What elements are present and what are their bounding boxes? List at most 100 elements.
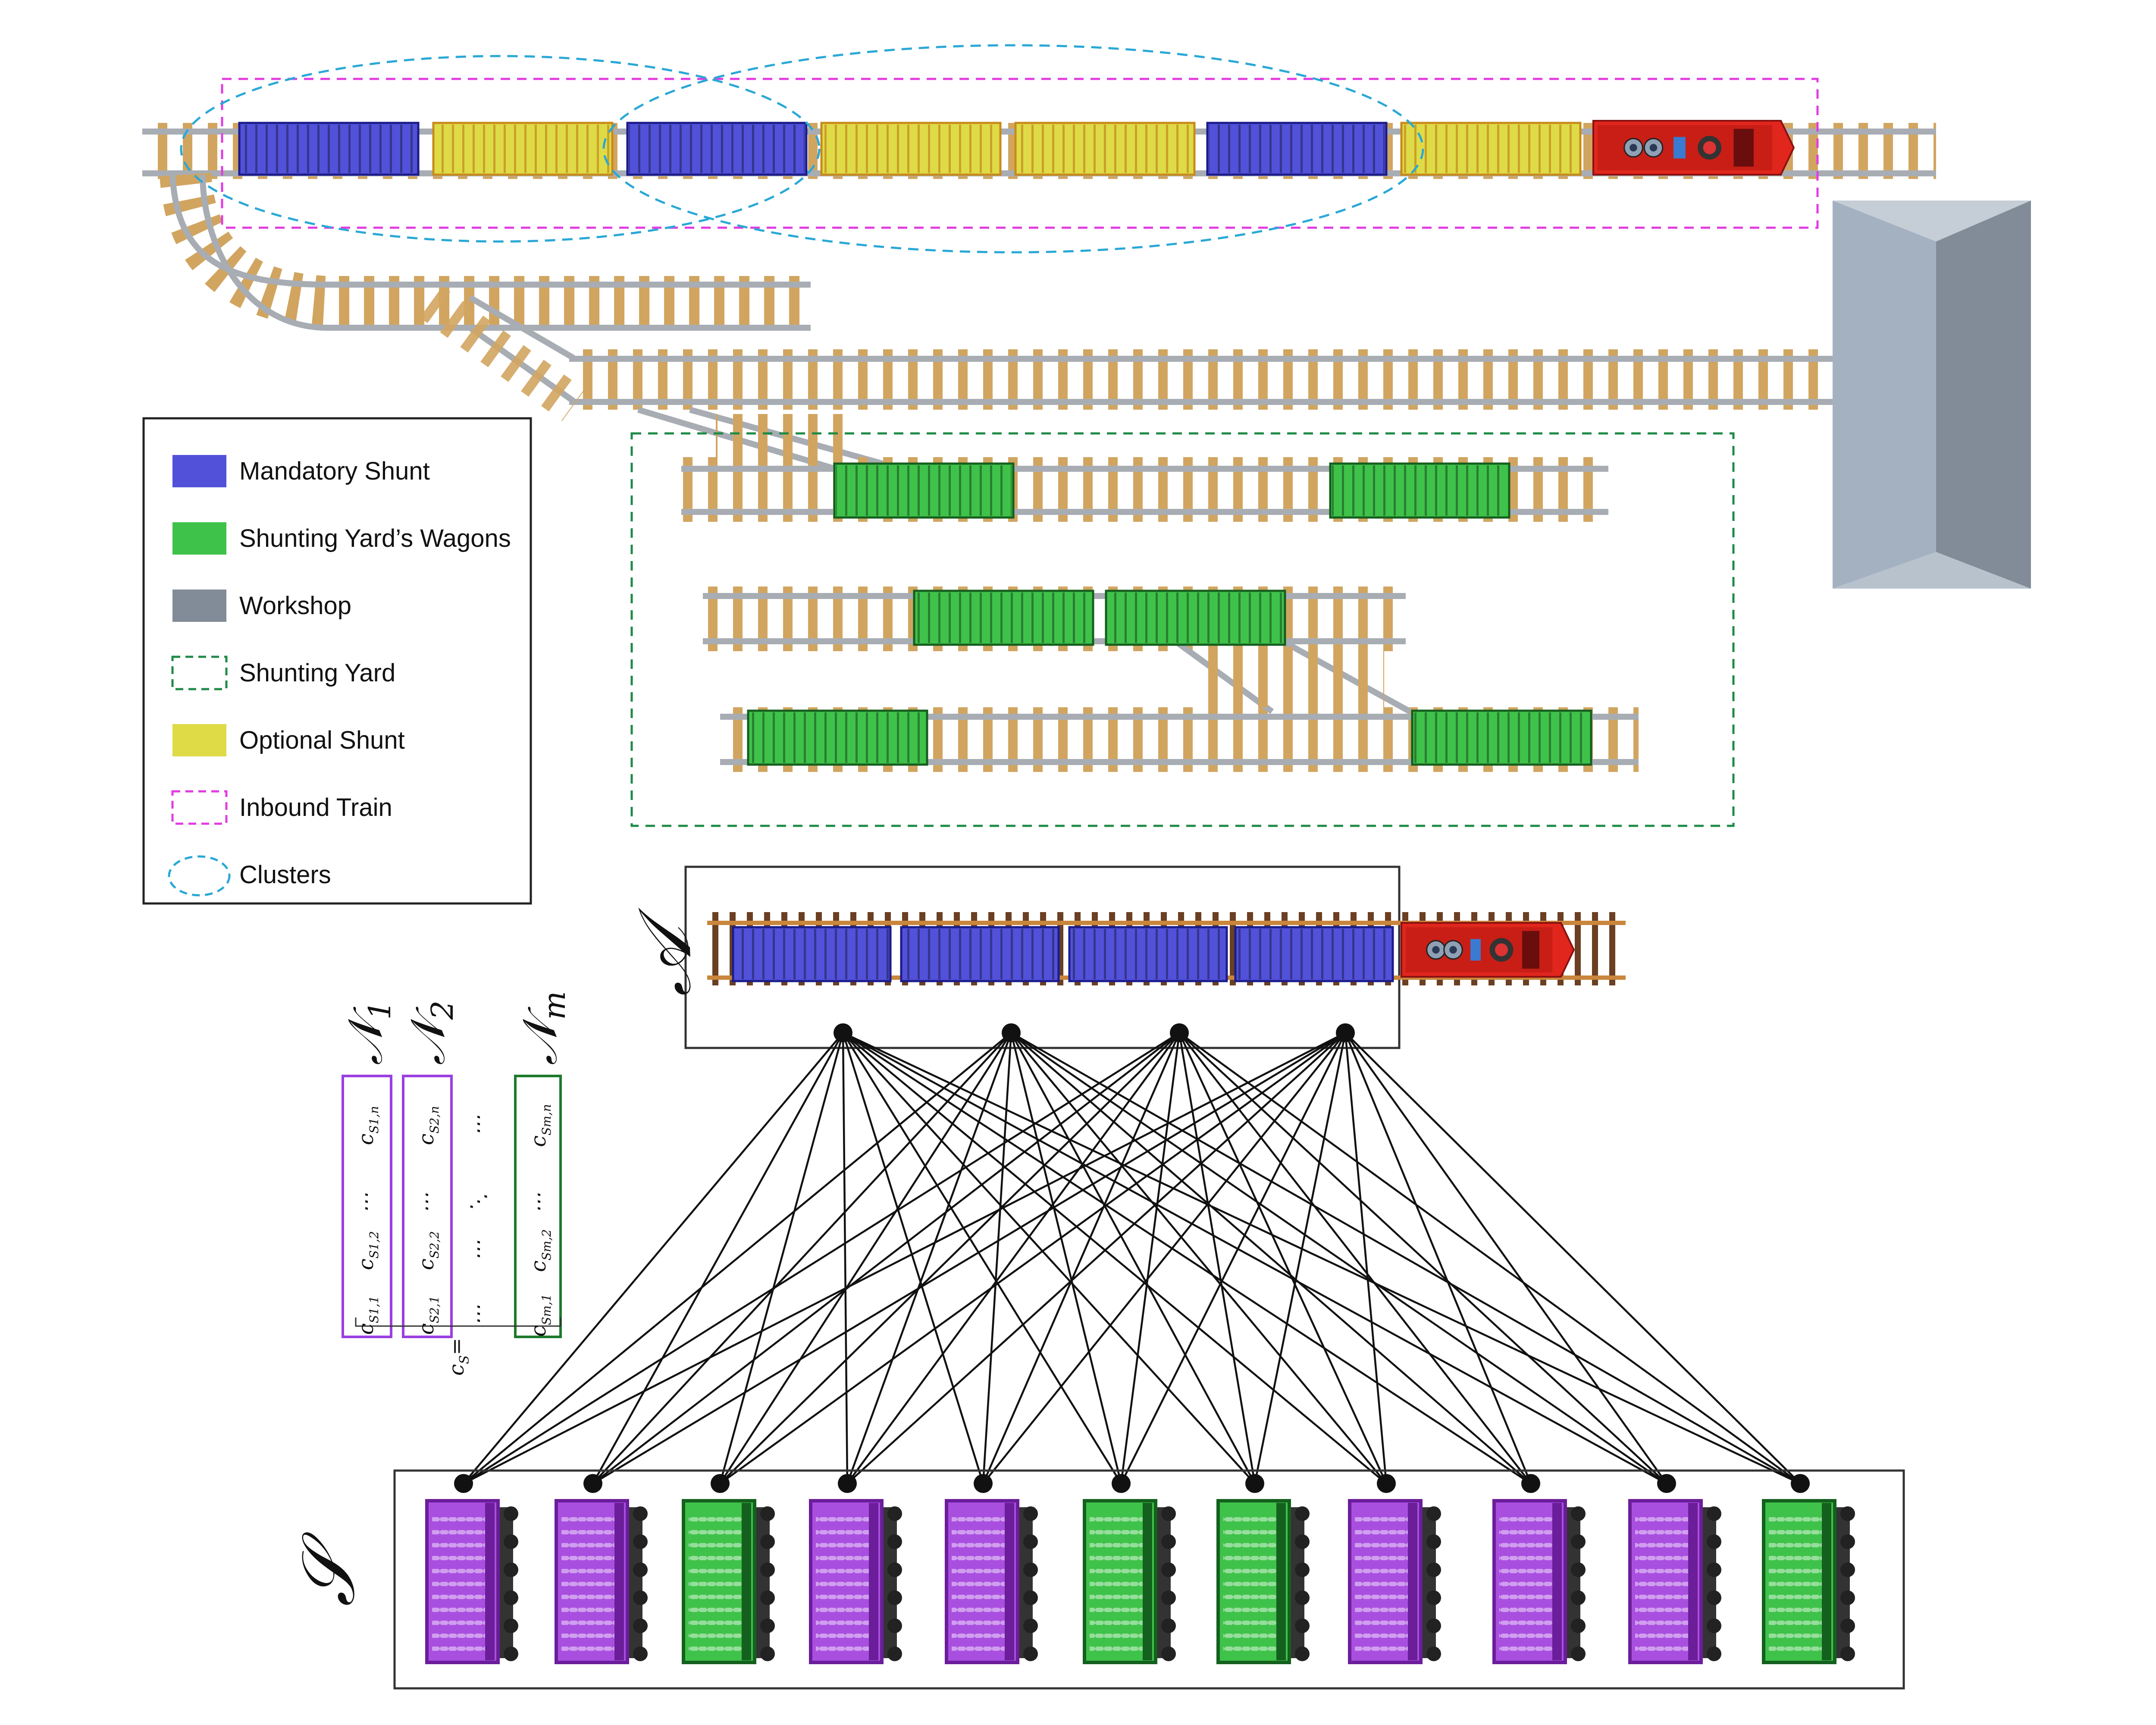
matrix-entry: ⋯	[466, 1115, 490, 1136]
assignment-edge	[719, 1032, 1346, 1484]
approach-track	[420, 286, 1833, 421]
assignment-edge	[463, 1032, 1012, 1484]
assignment-edge	[1010, 1032, 1387, 1484]
assignment-edge	[842, 1032, 849, 1484]
legend-label: Mandatory Shunt	[239, 457, 430, 485]
inbound-wagon-2	[432, 122, 614, 176]
legend-swatch	[172, 522, 226, 555]
assignment-edge	[1344, 1032, 1532, 1484]
assignment-edge	[719, 1032, 1180, 1484]
assignment-edge	[1010, 1032, 1532, 1484]
assignment-edge	[1344, 1032, 1667, 1484]
assignment-edge	[843, 1032, 1801, 1485]
yard-wagon-6	[1411, 709, 1592, 766]
state-node-11	[1791, 1474, 1810, 1493]
matrix-entry: cSm,2	[526, 1229, 554, 1272]
inbound-wagon-6	[1206, 122, 1388, 176]
assignment-edge	[842, 1032, 1532, 1484]
assignment-edge	[842, 1032, 984, 1484]
assignment-edge	[1010, 1032, 1122, 1484]
state-wagon-6	[1083, 1499, 1176, 1664]
assignment-edge	[982, 1032, 1346, 1484]
matrix-entry: cS1,1	[354, 1296, 381, 1335]
inbound-wagon-4	[820, 122, 1002, 176]
assignment-edge	[1010, 1032, 1667, 1484]
matrix-bracket	[355, 1317, 561, 1327]
assignment-edge	[592, 1032, 844, 1484]
action-node-4	[1336, 1023, 1355, 1042]
assignment-edge	[463, 1032, 844, 1484]
state-set-label: 𝒮	[286, 1532, 371, 1607]
state-wagon-1	[425, 1499, 518, 1664]
assignment-edge	[982, 1032, 1181, 1484]
workshop-building	[1833, 201, 2031, 589]
cost-matrix: cS1,n⋯cS1,2cS1,1cS2,n⋯cS2,2cS2,1⋯⋱⋯⋯cSm,…	[338, 991, 572, 1376]
state-node-9	[1521, 1474, 1540, 1493]
action-set-label: 𝒜	[622, 907, 708, 996]
legend-swatch	[171, 656, 228, 690]
action-locomotive	[1401, 922, 1575, 978]
assignment-edge	[1344, 1032, 1388, 1484]
assignment-edges	[463, 1032, 1801, 1485]
legend-item-3: Workshop	[172, 590, 351, 622]
assignment-edge	[1253, 1032, 1347, 1484]
matrix-col-n2-box	[402, 1075, 453, 1338]
matrix-entry: cS2,2	[414, 1231, 442, 1270]
state-wagons	[425, 1499, 1855, 1664]
legend-label: Optional Shunt	[239, 726, 405, 754]
inbound-wagon-7	[1400, 122, 1582, 176]
n2-label: 𝒩2	[400, 1000, 460, 1065]
matrix-entry: ⋯	[526, 1193, 551, 1214]
state-wagon-2	[555, 1499, 648, 1664]
n1-label: 𝒩1	[338, 1000, 398, 1065]
action-wagon-3	[1068, 926, 1228, 982]
matrix-entry: ⋯	[354, 1193, 378, 1214]
assignment-edge	[592, 1032, 1180, 1484]
assignment-edge	[1178, 1032, 1388, 1484]
legend-item-4: Shunting Yard	[171, 656, 395, 690]
assignment-edge	[1178, 1032, 1256, 1484]
state-wagon-4	[809, 1499, 902, 1664]
yard-wagon-4	[1105, 590, 1286, 646]
curved-branch-track	[160, 172, 811, 331]
action-nodes	[834, 1023, 1355, 1042]
assignment-edge	[842, 1032, 1387, 1484]
matrix-entry: ⋱	[466, 1193, 490, 1214]
assignment-edge	[842, 1032, 1256, 1484]
cluster-ellipse-1	[180, 55, 821, 243]
assignment-edge	[719, 1032, 1012, 1484]
yard-wagons	[747, 462, 1592, 766]
assignment-edge	[592, 1032, 1012, 1484]
assignment-edge	[842, 1032, 1667, 1484]
matrix-entry: cS2,n	[414, 1106, 442, 1145]
state-node-5	[974, 1474, 993, 1493]
nm-label: 𝒩m	[512, 991, 572, 1065]
action-train	[732, 922, 1575, 982]
state-wagon-5	[945, 1499, 1038, 1664]
legend-label: Workshop	[239, 592, 351, 620]
state-wagon-9	[1492, 1499, 1586, 1664]
legend-label: Inbound Train	[239, 794, 392, 822]
action-node-3	[1170, 1023, 1189, 1042]
matrix-entry: ⋯	[466, 1305, 490, 1326]
state-node-3	[711, 1474, 730, 1493]
matrix-entry: cS1,n	[354, 1106, 381, 1145]
assignment-edge	[1344, 1032, 1801, 1484]
action-wagon-1	[732, 926, 892, 982]
state-node-8	[1377, 1474, 1396, 1493]
cs-equals-label: cS=	[445, 1338, 472, 1376]
matrix-entry: ⋯	[466, 1240, 490, 1261]
action-node-1	[834, 1023, 852, 1042]
assignment-edge	[1178, 1032, 1667, 1484]
action-wagon-4	[1234, 926, 1394, 982]
legend-item-5: Optional Shunt	[172, 724, 405, 756]
yard-wagon-1	[833, 462, 1015, 519]
state-set-box	[393, 1469, 1905, 1690]
inbound-wagon-1	[238, 122, 420, 176]
assignment-edge	[463, 1032, 1346, 1485]
legend-item-1: Mandatory Shunt	[172, 455, 430, 487]
assignment-edge	[592, 1032, 1346, 1484]
state-wagon-8	[1348, 1499, 1441, 1664]
